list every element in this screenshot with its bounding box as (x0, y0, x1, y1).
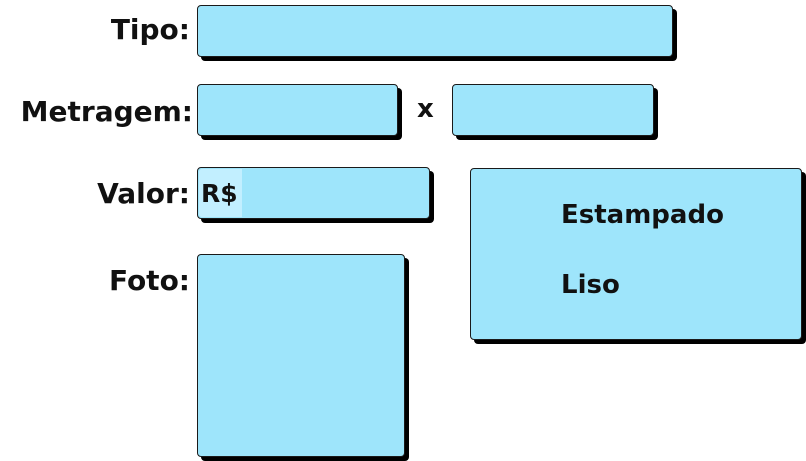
dimension-separator: x (417, 94, 434, 124)
foto-label: Foto: (108, 264, 190, 297)
option-liso[interactable]: Liso (561, 270, 620, 300)
metragem-label: Metragem: (20, 95, 193, 128)
tipo-label: Tipo: (110, 13, 190, 46)
photo-upload-area[interactable] (197, 254, 405, 457)
option-estampado[interactable]: Estampado (561, 200, 724, 230)
tipo-input[interactable] (197, 5, 673, 57)
valor-field[interactable]: R$ (197, 167, 430, 219)
valor-label: Valor: (97, 177, 190, 210)
pattern-option-list[interactable]: Estampado Liso (470, 168, 802, 340)
metragem-width-input[interactable] (197, 84, 398, 136)
metragem-height-input[interactable] (452, 84, 654, 136)
currency-prefix: R$ (199, 169, 242, 217)
